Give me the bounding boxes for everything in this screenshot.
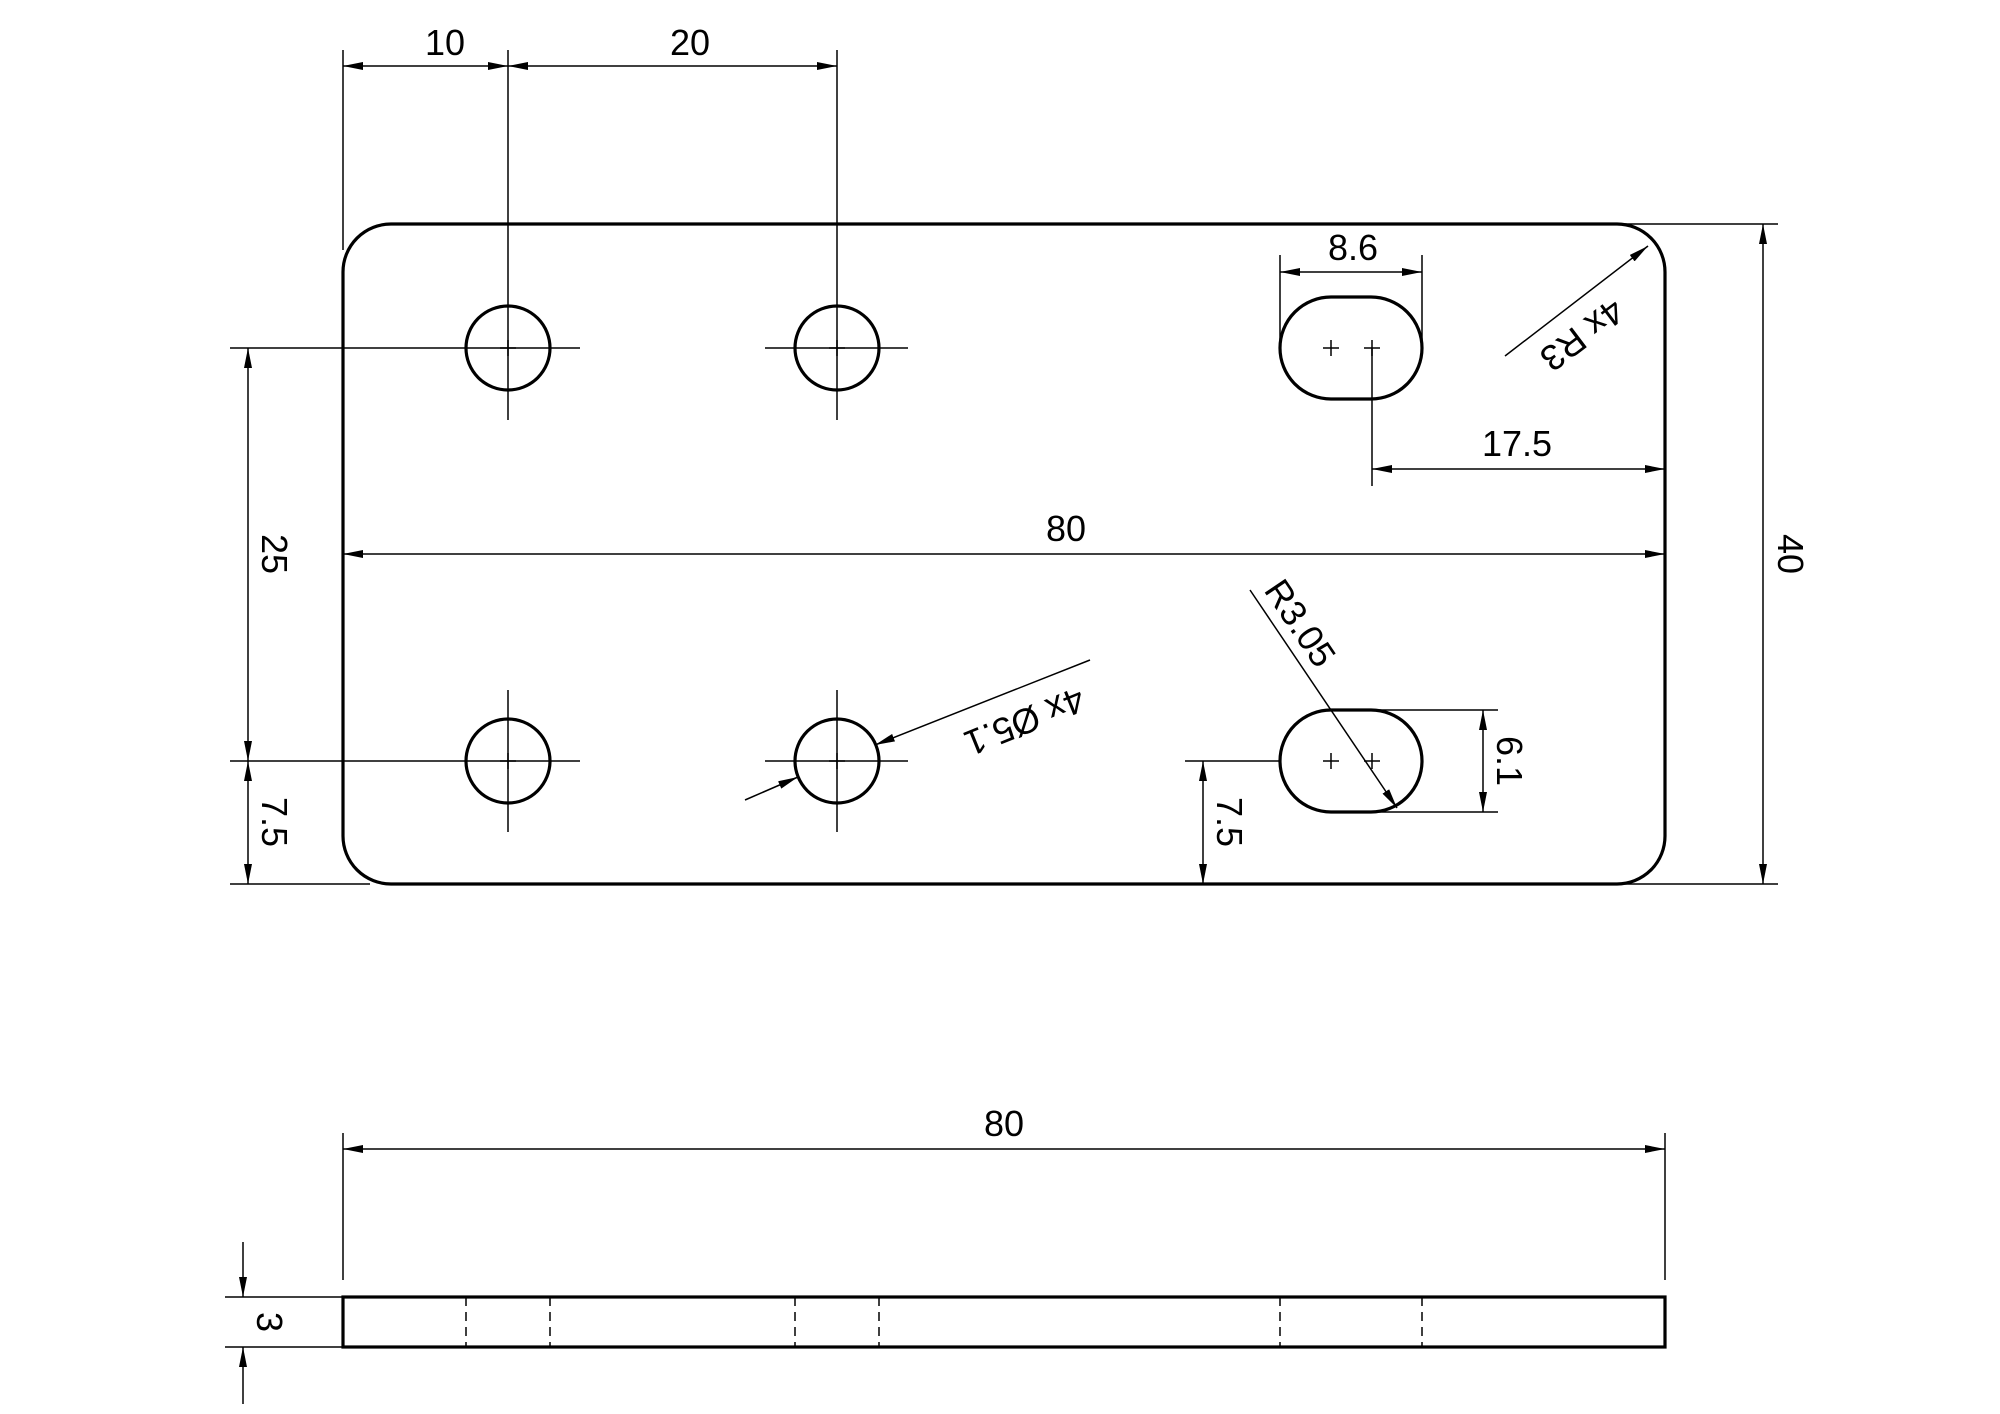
dim-side-width: 80: [984, 1103, 1024, 1144]
plate-side-outline: [341, 1295, 1667, 1349]
dim-hole-spacing: 25: [254, 534, 295, 574]
hidden-lines: [465, 1297, 1423, 1347]
dim-10: 10: [425, 22, 465, 63]
slot-top: [1278, 295, 1424, 401]
side-extension-lines: [225, 1133, 1666, 1348]
dim-thickness: 3: [249, 1312, 290, 1332]
dim-20: 20: [670, 22, 710, 63]
side-dimension-lines: [239, 1145, 1665, 1404]
slot-bottom: [1278, 708, 1424, 814]
dim-slot-width: 8.6: [1328, 227, 1378, 268]
dim-edge-offset-slot: 7.5: [1209, 797, 1250, 847]
dim-slot-offset: 17.5: [1482, 423, 1552, 464]
top-view: 10 20 8.6 4x R3 17.5 80 40 25 7.5 4x Ø5.…: [230, 22, 1811, 886]
dim-slot-radius: R3.05: [1257, 572, 1345, 675]
dim-height: 40: [1770, 534, 1811, 574]
side-view: 80 3: [225, 1103, 1667, 1404]
dim-width: 80: [1046, 508, 1086, 549]
dimension-lines: [244, 62, 1767, 884]
dim-slot-height: 6.1: [1489, 736, 1530, 786]
dim-hole-diameter: 4x Ø5.1: [959, 679, 1091, 764]
center-lines: [230, 50, 1778, 885]
dim-corner-radius: 4x R3: [1533, 290, 1633, 379]
dim-edge-offset-left: 7.5: [254, 797, 295, 847]
